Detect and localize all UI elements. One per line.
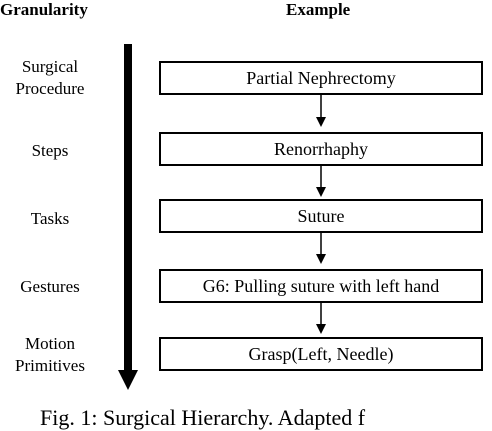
example-box-gesture: G6: Pulling suture with left hand	[159, 269, 483, 303]
connector-arrow-2	[316, 166, 326, 197]
granularity-arrow	[118, 44, 326, 390]
level-label-line: Motion	[24, 334, 76, 353]
example-header: Example	[286, 0, 351, 19]
example-box-partial-nephrectomy: Partial Nephrectomy	[159, 61, 483, 95]
level-label-line: Steps	[31, 141, 69, 160]
level-motion-primitives: Motion Primitives	[0, 333, 100, 377]
connector-arrow-3	[316, 233, 326, 264]
granularity-arrow-shaft	[124, 44, 132, 372]
level-label-line: Gestures	[20, 277, 80, 296]
level-steps: Steps	[0, 140, 100, 162]
level-gestures: Gestures	[0, 276, 100, 298]
granularity-header: Granularity	[0, 0, 88, 19]
level-label-line: Surgical	[21, 57, 79, 76]
example-box-renorrhaphy: Renorrhaphy	[159, 132, 483, 166]
level-label-line: Procedure	[15, 79, 85, 98]
example-box-suture: Suture	[159, 199, 483, 233]
level-surgical-procedure: Surgical Procedure	[0, 56, 100, 100]
level-label-line: Primitives	[15, 356, 85, 375]
connector-arrow-1	[316, 95, 326, 127]
figure-caption: Fig. 1: Surgical Hierarchy. Adapted f	[40, 405, 366, 430]
granularity-arrow-head	[118, 370, 138, 390]
level-label-line: Tasks	[30, 209, 70, 228]
example-box-motion-primitive: Grasp(Left, Needle)	[159, 337, 483, 371]
connector-arrow-4	[316, 303, 326, 334]
level-tasks: Tasks	[0, 208, 100, 230]
